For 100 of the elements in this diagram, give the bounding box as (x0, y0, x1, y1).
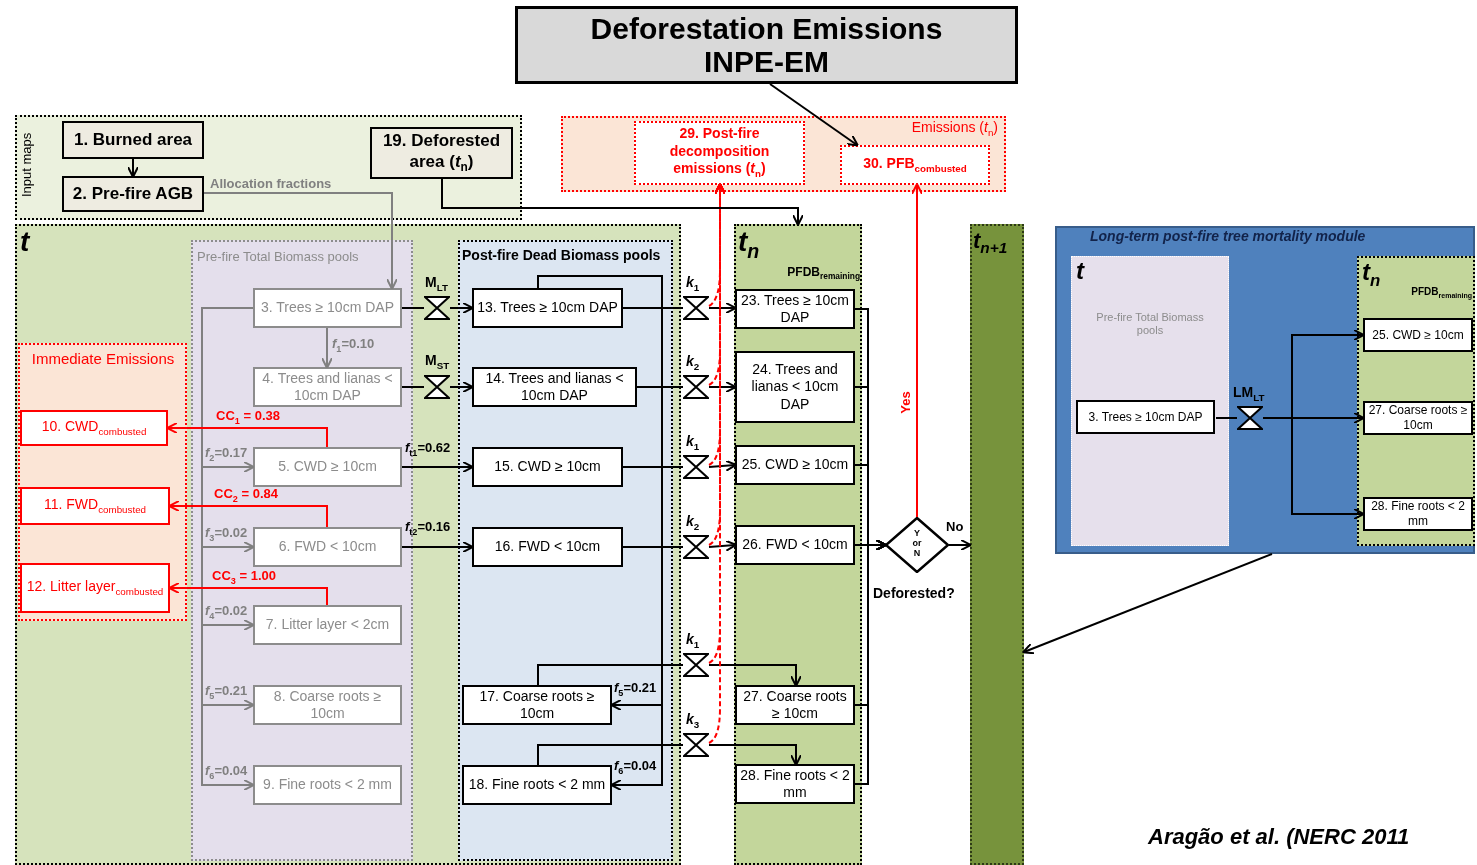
connector-line (636, 386, 684, 388)
connector-line (622, 546, 684, 548)
node-caption: k$_{2}$ (686, 353, 700, 372)
group-title: Post-fire Dead Biomass pools (462, 247, 662, 264)
group-panel (15, 224, 681, 865)
arrow (1022, 553, 1273, 655)
node-caption: k$_{3}$ (686, 711, 700, 730)
group-title: Pre-fire Total Biomass pools (1095, 311, 1205, 337)
process-box (735, 685, 855, 725)
process-box (735, 445, 855, 485)
group-panel (970, 224, 1024, 865)
connector-line (401, 386, 425, 388)
box-label: 7. Litter layer < 2cm (265, 616, 390, 634)
box-label: 18. Fine roots < 2 mm (468, 776, 606, 794)
group-panel (1055, 226, 1475, 554)
process-box (840, 145, 990, 185)
arrow (401, 541, 474, 553)
group-panel (1357, 256, 1475, 546)
citation-text: Aragão et al. (NERC 2011 (1148, 824, 1410, 850)
process-box (735, 351, 855, 423)
process-box (253, 605, 402, 645)
group-panel (734, 224, 862, 865)
edge-label: CC$_{1}$ = 0.38 (216, 408, 280, 426)
node-caption: k$_{1}$ (686, 433, 700, 452)
process-box (253, 765, 402, 805)
arrow (401, 461, 474, 473)
node-caption: M$_{LT}$ (425, 274, 448, 293)
arrow (708, 302, 737, 314)
edge-label: f$_{5}$=0.21 (205, 683, 248, 701)
process-box (20, 410, 168, 446)
group-title: t$_{n}$ (1362, 258, 1382, 291)
box-label: 8. Coarse roots ≥ 10cm (272, 687, 383, 723)
edge-label: f$_{1}$=0.10 (332, 336, 375, 354)
process-box (1363, 318, 1473, 352)
process-box (472, 527, 623, 567)
box-label: 5. CWD ≥ 10cm (278, 458, 377, 476)
process-box (253, 367, 402, 407)
group-panel (18, 343, 187, 621)
arrow (203, 192, 398, 290)
box-label: 9. Fine roots < 2 mm (263, 776, 392, 794)
box-label: 12. Litter layer$_{combusted}$ (26, 578, 164, 598)
box-label: 23. Trees ≥ 10cm DAP (740, 291, 850, 327)
group-title: t (20, 226, 32, 259)
box-label: 27. Coarse roots ≥ 10cm (742, 687, 848, 723)
box-label: 24. Trees and lianas < 10cm DAP (750, 360, 840, 414)
arrow (948, 539, 972, 551)
arrow (168, 500, 328, 528)
box-label: 17. Coarse roots ≥ 10cm (478, 687, 596, 723)
group-title: Immediate Emissions (30, 350, 176, 368)
box-label: 3. Trees ≥ 10cm DAP (261, 299, 394, 317)
process-box (253, 447, 402, 487)
edge-label: Allocation fractions (210, 176, 332, 191)
box-label: 13. Trees ≥ 10cm DAP (477, 299, 618, 317)
node-caption: LM$_{LT}$ (1233, 384, 1265, 403)
connector-line (537, 744, 684, 766)
process-box (62, 121, 204, 159)
edge-label: f$_{t2}$=0.16 (405, 519, 451, 537)
edge-label: f$_{6}$=0.04 (614, 758, 657, 776)
node-caption: k$_{1}$ (686, 274, 700, 293)
process-box (472, 288, 623, 328)
group-title: PFDB$_{remaining}$ (1410, 286, 1472, 301)
process-box (462, 765, 612, 805)
group-panel (15, 115, 522, 220)
process-box (634, 121, 805, 185)
box-label: 27. Coarse roots ≥ 10cm (1368, 403, 1468, 433)
diamond-label: Y or N (911, 529, 923, 559)
title-box (515, 6, 1018, 84)
group-panel (561, 116, 1006, 192)
connector-line (622, 307, 684, 309)
arrow (201, 307, 255, 791)
arrow (537, 275, 663, 791)
process-box (1363, 497, 1473, 531)
arrow (166, 422, 328, 448)
box-label: 2. Pre-fire AGB (72, 183, 194, 205)
edge-label: f$_{3}$=0.02 (205, 525, 248, 543)
edge-label: f$_{4}$=0.02 (205, 603, 248, 621)
node-caption: k$_{1}$ (686, 631, 700, 650)
group-title: Emissions (t$_{n}$) (910, 119, 998, 139)
node-caption: Deforested? (873, 585, 955, 601)
box-label: 30. PFB$_{combusted}$ (863, 155, 967, 175)
node-caption: k$_{2}$ (686, 513, 700, 532)
process-box (20, 563, 170, 613)
group-title: Input maps (20, 131, 35, 200)
arrow (911, 183, 923, 518)
process-box (62, 176, 204, 212)
box-label: 14. Trees and lianas < 10cm DAP (484, 369, 625, 405)
box-label: 19. Deforested area (t$_{n}$) (381, 130, 502, 176)
group-title: t$_{n}$ (738, 226, 761, 263)
arrow (321, 327, 333, 369)
box-label: 16. FWD < 10cm (494, 538, 601, 556)
group-title: t (1076, 257, 1086, 285)
box-label: 10. CWD$_{combusted}$ (41, 418, 147, 438)
process-box (253, 527, 402, 567)
arrow (769, 83, 859, 147)
box-label: 28. Fine roots < 2 mm (1370, 499, 1466, 529)
process-box (370, 127, 513, 179)
box-label: Deforestation Emissions INPE-EM (589, 12, 944, 78)
arrow (441, 178, 804, 226)
process-box (472, 447, 623, 487)
group-title: Pre-fire Total Biomass pools (197, 250, 360, 265)
